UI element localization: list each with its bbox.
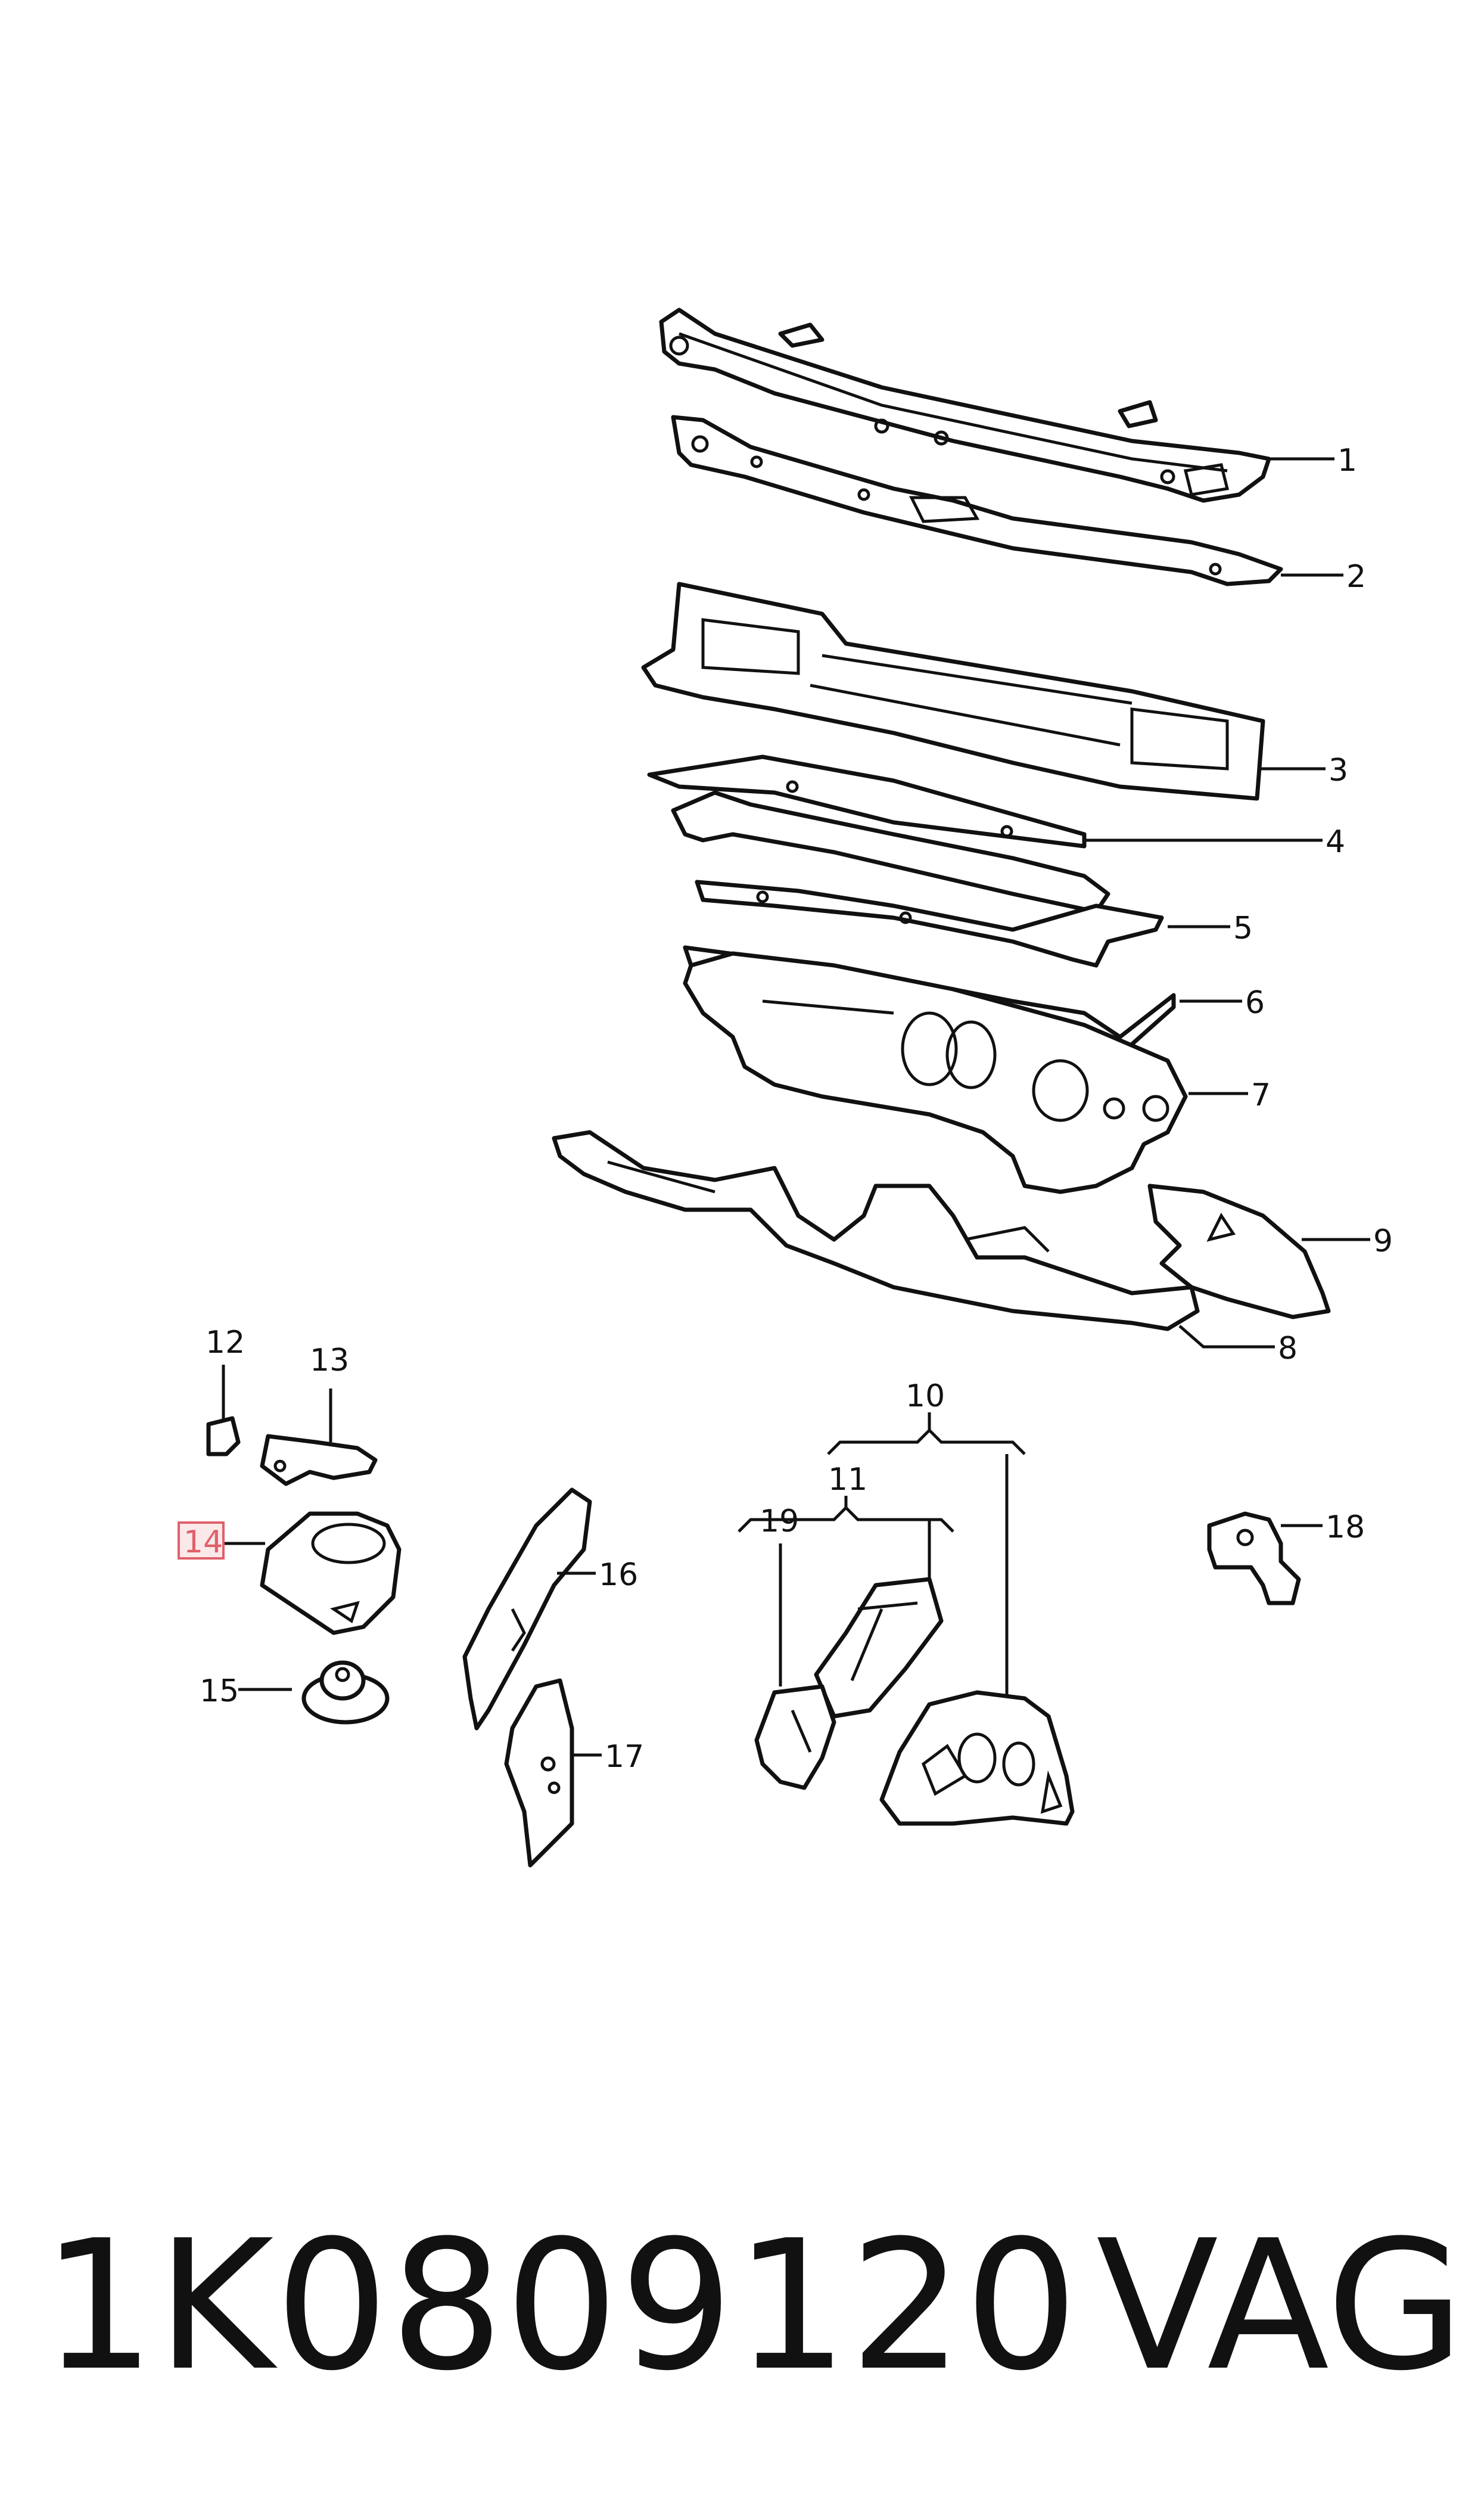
- part-18: [1207, 1511, 1301, 1605]
- callout-3: 3: [1329, 753, 1348, 788]
- part-15: [301, 1660, 390, 1725]
- callout-10: 10: [906, 1378, 945, 1414]
- callout-18: 18: [1326, 1509, 1365, 1545]
- bracket-10: [827, 1412, 1026, 1716]
- part-19: [754, 1684, 836, 1790]
- part-14: [260, 1511, 402, 1635]
- callout-1: 1: [1337, 443, 1357, 479]
- parts-diagram: 1 2 3 4 5 6 7 8 9 10 11 12 13 14 15 16 1…: [178, 308, 1393, 1868]
- callout-6: 6: [1245, 985, 1265, 1021]
- callout-19: 19: [760, 1504, 799, 1539]
- brand-label: VAG: [1096, 2202, 1465, 2410]
- part-9: [1147, 1184, 1331, 1319]
- part-2: [671, 415, 1283, 586]
- callout-17: 17: [605, 1739, 644, 1775]
- part-number-label: 1K0809120: [42, 2202, 1079, 2410]
- part-13: [260, 1434, 378, 1486]
- callout-8: 8: [1278, 1331, 1298, 1366]
- callout-13: 13: [310, 1343, 349, 1378]
- part-10: [879, 1690, 1075, 1826]
- part-16: [462, 1487, 592, 1731]
- part-4: [647, 754, 1110, 914]
- part-17: [504, 1678, 574, 1868]
- callout-14: 14: [183, 1524, 223, 1560]
- part-12: [206, 1416, 241, 1456]
- callout-15: 15: [200, 1673, 239, 1709]
- callout-11: 11: [828, 1462, 867, 1498]
- part-1: [659, 308, 1271, 503]
- callout-16: 16: [599, 1557, 638, 1593]
- callout-7: 7: [1251, 1077, 1271, 1113]
- bracket-11: [738, 1496, 954, 1579]
- part-7: [683, 951, 1188, 1194]
- callout-2: 2: [1346, 559, 1366, 595]
- part-5: [695, 880, 1164, 968]
- part-11: [814, 1577, 944, 1719]
- callout-12: 12: [206, 1325, 245, 1361]
- callout-4: 4: [1326, 824, 1345, 860]
- part-8: [552, 1130, 1200, 1331]
- part-3: [641, 582, 1265, 801]
- callout-5: 5: [1233, 911, 1253, 946]
- callout-9: 9: [1373, 1223, 1393, 1259]
- callout-14-highlight: [178, 1521, 225, 1560]
